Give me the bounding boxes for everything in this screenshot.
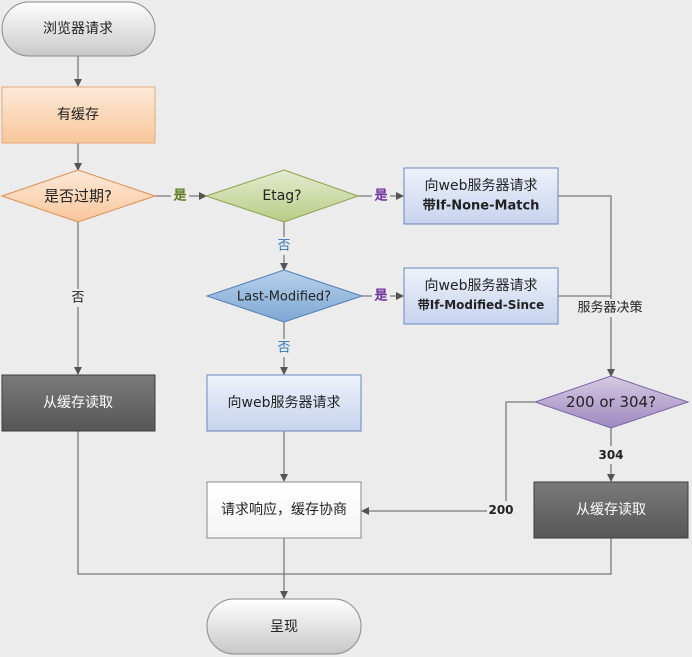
- browser-request-label: 浏览器请求: [43, 21, 113, 37]
- request-server-box: [206, 374, 362, 432]
- from-cache-left-label: 从缓存读取: [43, 394, 113, 411]
- start-terminal: [1, 1, 156, 57]
- no-lastmod-label: 否: [277, 341, 290, 356]
- if-none-match-box: [403, 167, 559, 225]
- if-modified-since-box: [403, 267, 559, 325]
- from-cache-left-box: [1, 374, 156, 432]
- no-etag-bg: [275, 237, 293, 255]
- no-expired-bg: [69, 289, 87, 307]
- code-200-label: 200: [488, 503, 513, 517]
- if-none-match-line1: 向web服务器请求: [425, 178, 538, 194]
- render-label: 呈现: [270, 619, 298, 635]
- yes-expired-bg: [171, 187, 189, 205]
- code-304-label: 304: [598, 448, 623, 462]
- expired-decision: [0, 169, 157, 223]
- no-expired-label: 否: [71, 291, 84, 306]
- edge-ifnone-to-status: [558, 195, 615, 377]
- last-modified-label: Last-Modified?: [237, 290, 331, 305]
- last-modified-decision: [205, 269, 364, 323]
- etag-decision: [204, 169, 360, 223]
- no-lastmod-bg: [275, 339, 293, 357]
- yes-etag-label: 是: [373, 189, 388, 204]
- expired-label: 是否过期?: [44, 187, 112, 205]
- yes-expired-label: 是: [172, 189, 187, 204]
- if-none-match-line2: 带If-None-Match: [423, 198, 540, 214]
- response-cache-box: [206, 481, 362, 539]
- etag-label: Etag?: [262, 188, 301, 204]
- yes-lastmod-label: 是: [373, 289, 388, 304]
- edge-status-to-response: [361, 401, 535, 515]
- from-cache-right-box: [533, 481, 689, 539]
- from-cache-right-label: 从缓存读取: [576, 501, 646, 518]
- has-cache-box: [1, 86, 156, 144]
- server-decision-bg: [570, 299, 650, 317]
- status-decision: [533, 375, 690, 429]
- request-server-label: 向web服务器请求: [228, 395, 341, 411]
- yes-lastmod-bg: [372, 287, 390, 305]
- yes-etag-bg: [372, 187, 390, 205]
- code-304-bg: [597, 446, 625, 464]
- status-check-label: 200 or 304?: [566, 393, 656, 411]
- if-modified-since-line2: 带If-Modified-Since: [418, 297, 545, 312]
- render-terminal: [206, 598, 362, 655]
- no-etag-label: 否: [277, 239, 290, 254]
- code-200-bg: [487, 501, 515, 519]
- server-decision-label: 服务器决策: [577, 300, 642, 316]
- response-cache-label: 请求响应，缓存协商: [221, 501, 347, 518]
- if-modified-since-line1: 向web服务器请求: [425, 278, 538, 294]
- edge-fromcache-right-to-render: [284, 538, 612, 575]
- has-cache-label: 有缓存: [57, 107, 99, 123]
- edge-fromcache-left-to-render: [77, 431, 284, 575]
